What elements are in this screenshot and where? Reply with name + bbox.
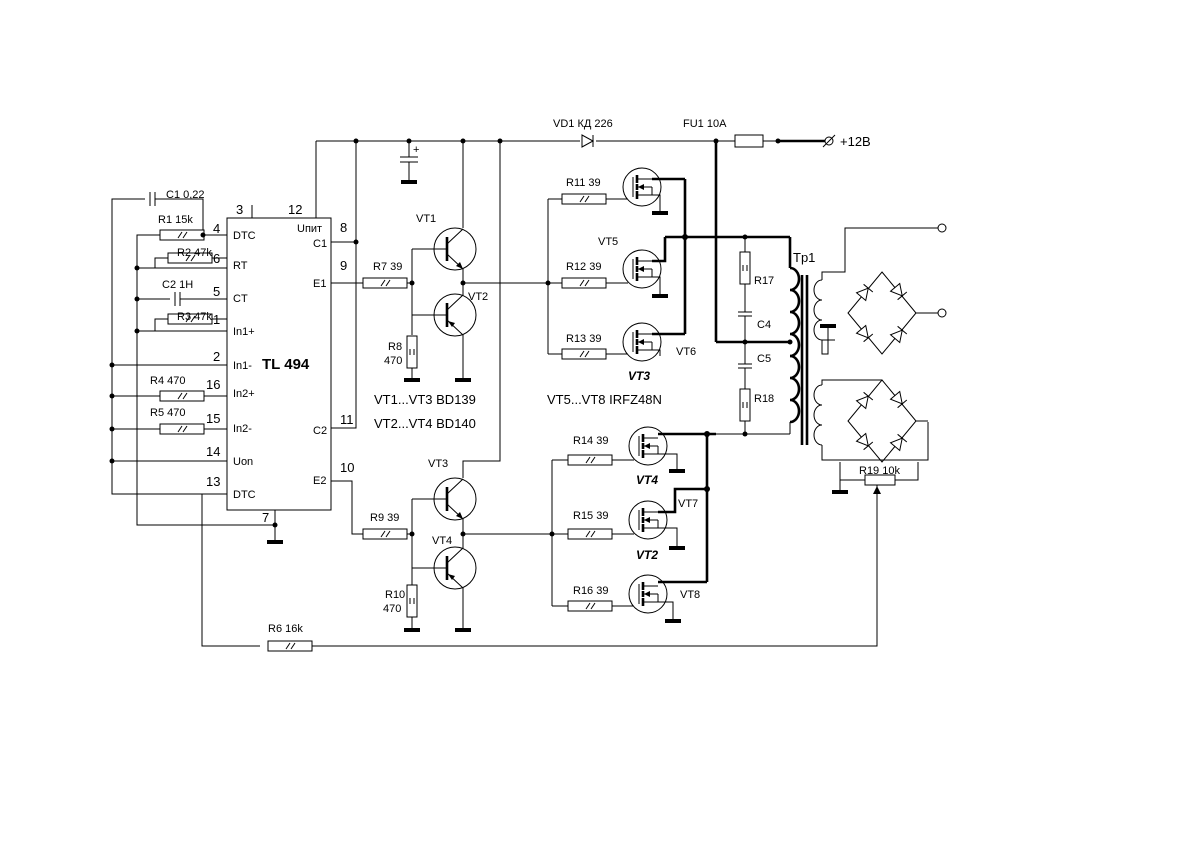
vt6-label: VT6 (676, 346, 696, 358)
upper-mosfet-bank: R11 39 R12 39 VT5 R13 39 VT6 VT3 VT5...V… (545, 166, 790, 407)
svg-text:11: 11 (340, 412, 354, 427)
r2-label: R2 47k (177, 247, 212, 259)
svg-text:4: 4 (213, 221, 220, 236)
vt4-label: VT4 (432, 535, 452, 547)
svg-text:16: 16 (206, 377, 220, 392)
r12-label: R12 39 (566, 261, 601, 273)
ic-body (226, 217, 332, 511)
svg-text:RT: RT (233, 260, 248, 272)
svg-text:14: 14 (206, 444, 220, 459)
supply-rail: +12B VD1 КД 226 FU1 10A + (316, 118, 871, 478)
svg-text:2: 2 (213, 349, 220, 364)
svg-text:13: 13 (206, 474, 220, 489)
r14-label: R14 39 (573, 435, 608, 447)
svg-text:15: 15 (206, 411, 220, 426)
r6-label: R6 16k (268, 623, 303, 635)
svg-text:9: 9 (340, 258, 347, 273)
svg-text:10: 10 (340, 460, 354, 475)
r1-label: R1 15k (158, 214, 193, 226)
tr1-label: Tp1 (793, 250, 815, 265)
r17-label: R17 (754, 275, 774, 287)
r4-label: R4 470 (150, 375, 185, 387)
vt2-italic: VT2 (636, 548, 658, 562)
left-wiring: C1 0,22 R1 15k R2 47k C2 1H R3 47k R4 47… (109, 189, 878, 652)
output-terminal-1 (937, 223, 947, 233)
svg-text:DTC: DTC (233, 489, 256, 501)
vd1-label: VD1 КД 226 (553, 118, 613, 130)
cap-plus: + (413, 144, 419, 156)
driver-stage: R7 39 R8 470 VT1 VT2 VT1...VT3 BD139 VT2… (331, 213, 552, 632)
r18-label: R18 (754, 393, 774, 405)
r13-label: R13 39 (566, 333, 601, 345)
svg-text:Uon: Uon (233, 456, 253, 468)
svg-text:C2: C2 (313, 425, 327, 437)
r9-label: R9 39 (370, 512, 399, 524)
vt8-label: VT8 (680, 589, 700, 601)
r8-value: 470 (384, 355, 402, 367)
r7-label: R7 39 (373, 261, 402, 273)
vt7-label: VT7 (678, 498, 698, 510)
r3-label: R3 47k (177, 311, 212, 323)
vt2-label: VT2 (468, 291, 488, 303)
r16-label: R16 39 (573, 585, 608, 597)
r5-label: R5 470 (150, 407, 185, 419)
pin-12-num: 12 (288, 202, 302, 217)
svg-text:DTC: DTC (233, 230, 256, 242)
c5-label: C5 (757, 353, 771, 365)
svg-text:CT: CT (233, 293, 248, 305)
c2-label: C2 1H (162, 279, 193, 291)
svg-text:In1-: In1- (233, 360, 252, 372)
mos-note: VT5...VT8 IRFZ48N (547, 392, 662, 407)
r8-name: R8 (388, 341, 402, 353)
pin-12-label: Uпит (297, 223, 322, 235)
right-pin-8: 8C1 (313, 220, 347, 250)
vt5-label: VT5 (598, 236, 618, 248)
svg-text:In2-: In2- (233, 423, 252, 435)
r11-label: R11 39 (566, 177, 601, 189)
vt1-label: VT1 (416, 213, 436, 225)
r10-name: R10 (385, 589, 405, 601)
pin-7-num: 7 (262, 510, 269, 525)
output-terminal-2 (937, 308, 947, 318)
vt24-note: VT2...VT4 BD140 (374, 416, 476, 431)
c4-label: C4 (757, 319, 771, 331)
vt3-label: VT3 (428, 458, 448, 470)
svg-text:C1: C1 (313, 238, 327, 250)
fu1-label: FU1 10A (683, 118, 727, 130)
r19-label: R19 10k (859, 465, 900, 477)
vt13-note: VT1...VT3 BD139 (374, 392, 476, 407)
ic-name: TL 494 (262, 356, 310, 373)
supply-label: +12B (840, 134, 871, 149)
svg-text:In1+: In1+ (233, 326, 255, 338)
svg-text:E2: E2 (313, 475, 326, 487)
r15-label: R15 39 (573, 510, 608, 522)
fuse-fu1 (734, 134, 764, 148)
svg-text:8: 8 (340, 220, 347, 235)
pin-3-num: 3 (236, 202, 243, 217)
svg-text:5: 5 (213, 284, 220, 299)
right-pin-9: 9E1 (313, 258, 347, 290)
r10-value: 470 (383, 603, 401, 615)
svg-text:In2+: In2+ (233, 388, 255, 400)
lower-mosfet-bank: R14 39 VT4 R15 39 VT7 VT2 R16 39 VT8 (549, 425, 790, 623)
snubber-transformer: R17 C4 C5 R18 Tp1 (716, 223, 947, 494)
c1-label: C1 0,22 (166, 189, 205, 201)
svg-text:E1: E1 (313, 278, 326, 290)
vt4-italic: VT4 (636, 473, 658, 487)
vt3-italic: VT3 (628, 369, 650, 383)
